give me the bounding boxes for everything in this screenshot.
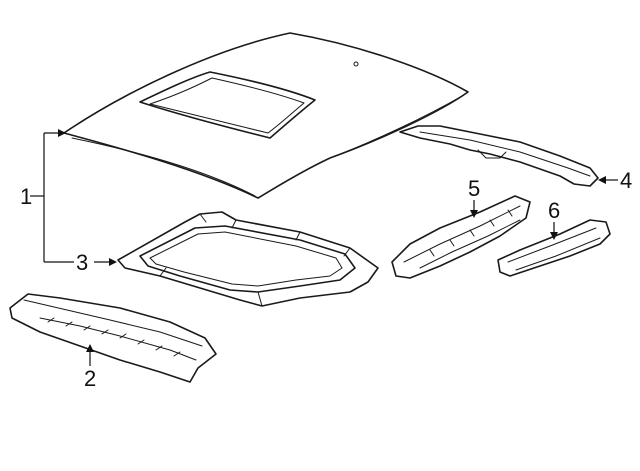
callout-1: 1: [20, 184, 32, 209]
leader-callout-2: [86, 344, 94, 366]
side-rail-left[interactable]: [391, 195, 531, 279]
leader-callout-6: [550, 222, 558, 240]
callout-2: 2: [84, 366, 96, 391]
leader-callout-3: [44, 258, 117, 266]
leader-callout-5: [470, 200, 478, 218]
roof-panel[interactable]: [63, 32, 469, 199]
leader-callout-1: [30, 129, 66, 262]
callout-6: 6: [548, 198, 560, 223]
callout-3: 3: [76, 250, 88, 275]
sunroof-frame[interactable]: [117, 211, 379, 307]
callout-5: 5: [468, 176, 480, 201]
rear-header-panel[interactable]: [399, 125, 599, 187]
front-header-panel[interactable]: [9, 293, 217, 383]
leader-callout-4: [598, 176, 618, 184]
callout-4: 4: [620, 168, 632, 193]
